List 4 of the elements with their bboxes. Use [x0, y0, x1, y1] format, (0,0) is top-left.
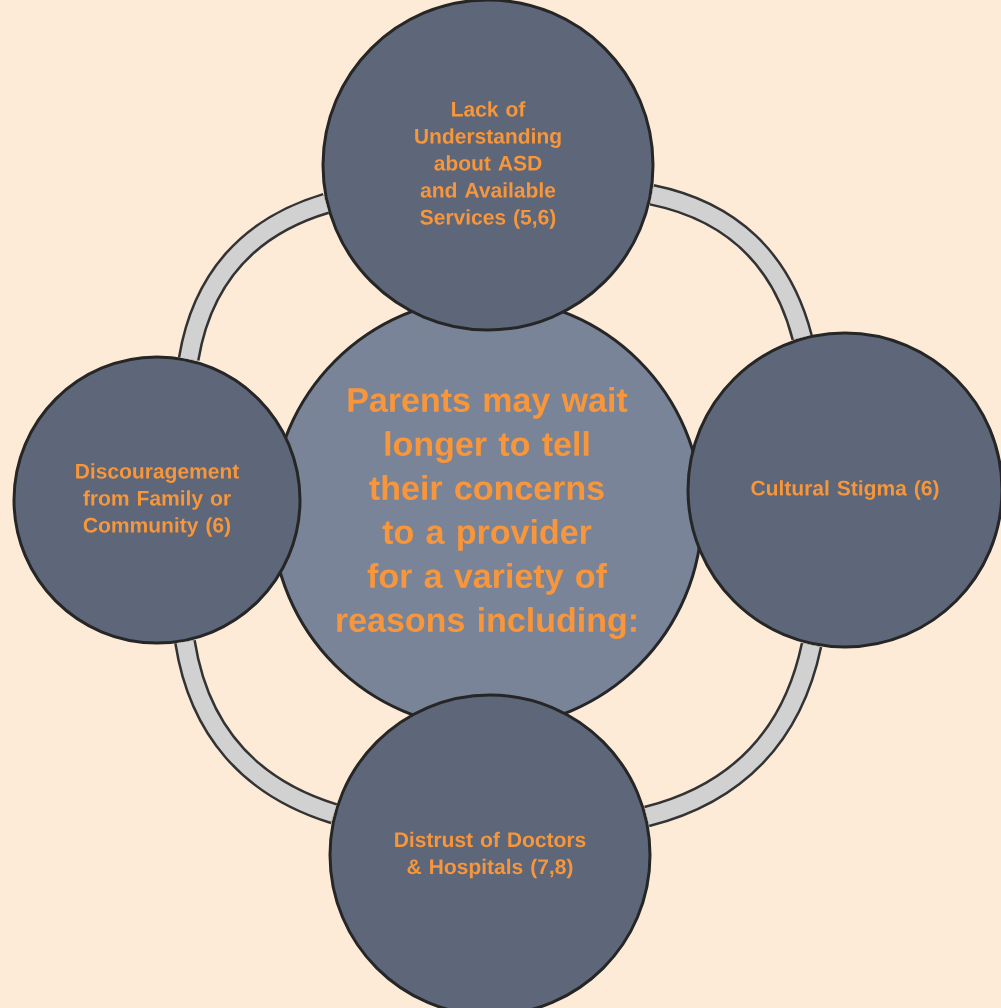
ring-arc [177, 193, 330, 362]
ring-arc [174, 639, 338, 825]
ring-arc [643, 642, 823, 828]
ring-arc [649, 184, 813, 341]
